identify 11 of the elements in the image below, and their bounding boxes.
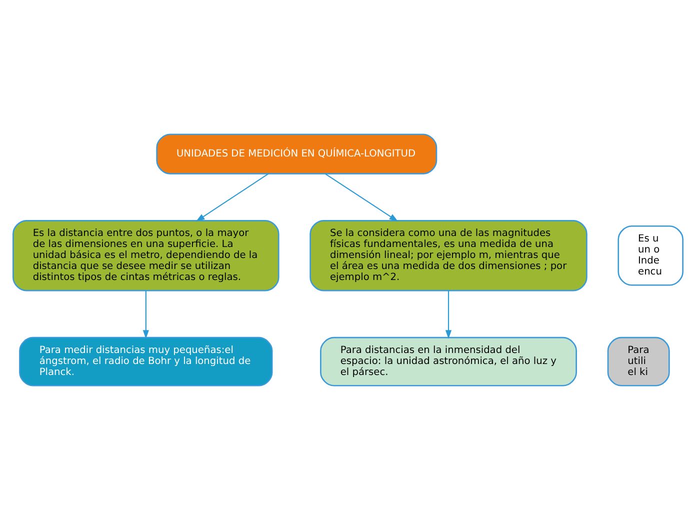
node-box: Es u un o Inde encu (618, 225, 684, 286)
node-box: Para distancias en la inmensidad del espacio: la unidad astronómica, el año luz y el pársec. (320, 336, 577, 386)
arrow (142, 290, 149, 339)
node-box: Se la considera como una de las magnitudes físicas fundamentales, es una medida de una dimensión lineal; por ejemplo m, mientras que el área es una medida de dos dimensiones ; por ejemplo m^2. (310, 220, 588, 292)
node-box: Es la distancia entre dos puntos, o la mayor de las dimensiones en una superficie. La unidad básica es el metro, dependiendo de la distancia que se desee medir se utilizan distintos tipos de cintas métricas o reglas. (12, 220, 280, 292)
arrow (196, 173, 269, 222)
node-box: UNIDADES DE MEDICIÓN EN QUÍMICA-LONGITUD (156, 134, 438, 174)
arrow (324, 173, 398, 222)
node-box: Para utili el ki (607, 336, 670, 386)
node-box: Para medir distancias muy pequeñas:el ángstrom, el radio de Bohr y la longitud de Planck. (19, 336, 273, 386)
arrow (445, 290, 452, 339)
